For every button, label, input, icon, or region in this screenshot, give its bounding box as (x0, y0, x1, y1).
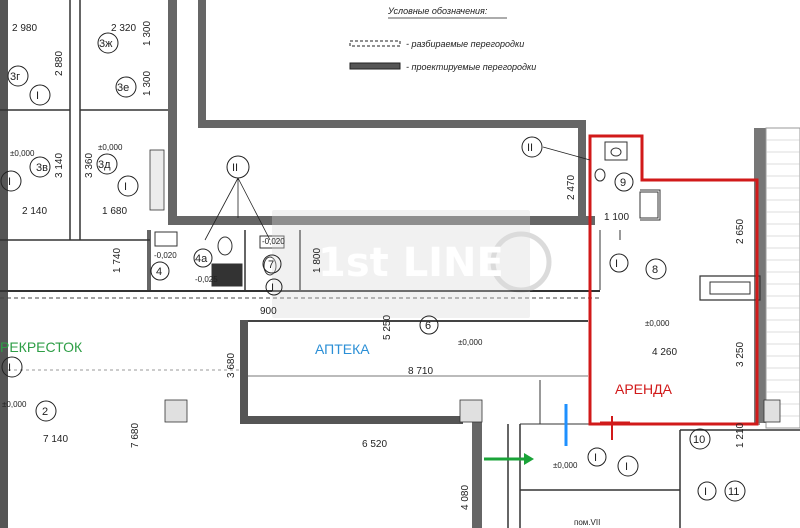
room-markers (0, 32, 746, 502)
room-marker-labels: I 3г 3ж 3е 3в I 3д I 4 4а 7 I 6 I 8 9 II… (8, 38, 739, 527)
dim-3680: 3 680 (226, 353, 237, 378)
dim-7140: 7 140 (43, 434, 68, 445)
dim-3250: 3 250 (735, 342, 746, 367)
dim-5250: 5 250 (382, 315, 393, 340)
plan-label: 11 (728, 486, 739, 498)
dim-3360: 3 360 (84, 153, 95, 178)
plan-label: 6 (425, 320, 431, 332)
watermark: 1st LINE (272, 210, 552, 318)
plan-label: I (704, 486, 707, 498)
plan-label: I (271, 282, 274, 294)
plan-label: ±0,000 (2, 400, 27, 409)
plan-label: ±0,000 (98, 143, 123, 152)
entrance-arrows (484, 404, 568, 465)
plan-label: ±0,000 (553, 461, 578, 470)
rental-area-outline (588, 134, 759, 426)
plan-label: I (124, 181, 127, 193)
plan-label: II (232, 162, 238, 174)
plan-label: 3д (98, 159, 111, 171)
dim-1300a: 1 300 (142, 21, 153, 46)
plan-label: I (36, 90, 39, 102)
plan-label: -0,025 (195, 275, 218, 284)
dim-2980: 2 980 (12, 23, 37, 34)
room-perekrestok: РЕКРЕСТОК (0, 339, 83, 355)
plan-label: -0,020 (154, 251, 177, 260)
dim-900: 900 (260, 306, 277, 317)
room-arenda: АРЕНДА (615, 381, 673, 397)
plan-label: ±0,000 (458, 338, 483, 347)
columns (149, 149, 781, 423)
legend-dashed-sample (349, 40, 401, 47)
legend-item-dismantled: - разбираемые перегородки (406, 39, 524, 49)
plan-label: 3в (36, 162, 48, 174)
dim-2880: 2 880 (54, 51, 65, 76)
dim-2650: 2 650 (735, 219, 746, 244)
dim-1300b: 1 300 (142, 71, 153, 96)
legend-title: Условные обозначения: (387, 6, 488, 16)
dim-1680: 1 680 (102, 206, 127, 217)
plan-label: 2 (42, 406, 48, 418)
plan-label: I (8, 176, 11, 188)
plan-label: 7 (268, 259, 274, 271)
plan-label: пом.VII (574, 518, 600, 527)
plan-label: 3ж (99, 38, 113, 50)
plan-label: 10 (693, 434, 705, 446)
legend-solid-sample (349, 62, 401, 70)
plan-label: 4а (195, 253, 208, 265)
dim-4260: 4 260 (652, 347, 677, 358)
dim-3140: 3 140 (54, 153, 65, 178)
plan-label: I (625, 461, 628, 473)
dim-1100: 1 100 (604, 212, 629, 223)
legend-item-projected: - проектируемые перегородки (406, 62, 536, 72)
dim-1740: 1 740 (112, 248, 123, 273)
plan-label: 3е (117, 82, 129, 94)
plan-label: ±0,000 (645, 319, 670, 328)
room-apteka: АПТЕКА (315, 341, 370, 357)
dim-2470: 2 470 (566, 175, 577, 200)
watermark-brand: 1st LINE (318, 240, 504, 286)
plan-label: 3г (10, 71, 20, 83)
dim-8710: 8 710 (408, 366, 433, 377)
dimensions: 2 980 2 320 1 300 2 880 1 300 3 140 3 36… (12, 21, 746, 510)
plan-label: 8 (652, 264, 658, 276)
dim-4080: 4 080 (460, 485, 471, 510)
fixtures (154, 141, 751, 295)
plan-label: ±0,000 (10, 149, 35, 158)
dim-6520: 6 520 (362, 439, 387, 450)
plan-label: I (615, 258, 618, 270)
level-marks: ±0,000 ±0,000 ±0,000 -0,020 -0,025 -0,02… (2, 143, 670, 470)
dim-7680: 7 680 (130, 423, 141, 448)
plan-label: II (527, 142, 533, 154)
plan-label: I (594, 452, 597, 464)
plan-label: I (8, 362, 11, 374)
plan-label: 4 (156, 266, 162, 278)
dim-1210: 1 210 (735, 423, 746, 448)
legend: Условные обозначения: - разбираемые пере… (349, 6, 536, 72)
plan-label: -0,020 (262, 237, 285, 246)
dim-1800: 1 800 (312, 248, 323, 273)
dim-2140: 2 140 (22, 206, 47, 217)
plan-label: 9 (620, 177, 626, 189)
dim-2320: 2 320 (111, 23, 136, 34)
